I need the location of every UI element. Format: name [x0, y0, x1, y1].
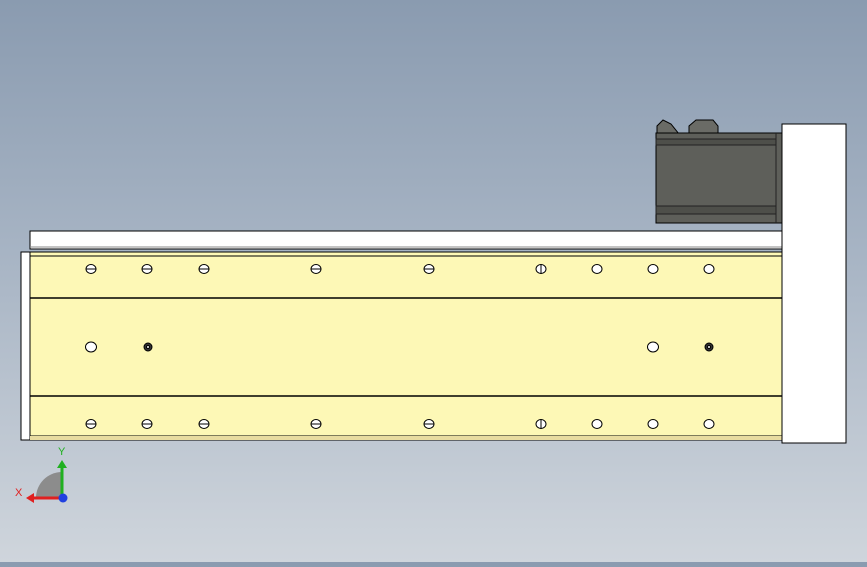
mount-hole	[591, 419, 603, 429]
right-end-block[interactable]	[781, 123, 847, 444]
motor-band-top	[655, 138, 777, 146]
mount-hole	[703, 419, 715, 429]
mount-hole	[703, 264, 715, 274]
mount-hole	[591, 264, 603, 274]
mount-hole	[647, 419, 659, 429]
top-cover[interactable]	[29, 230, 783, 250]
threaded-hole-center	[146, 345, 150, 349]
triad-plane-indicator	[36, 472, 62, 498]
motor-connector-left	[656, 119, 681, 135]
stepper-motor[interactable]	[655, 119, 783, 224]
mount-hole	[647, 341, 659, 353]
left-end-plate[interactable]	[20, 251, 31, 441]
x-axis-label: X	[15, 487, 23, 499]
bottom-hole-row	[85, 419, 715, 429]
cover-plate	[29, 230, 783, 250]
mount-hole	[647, 264, 659, 274]
orientation-triad[interactable]: X Y	[15, 446, 68, 503]
middle-hole-row	[85, 341, 714, 353]
rail-body	[29, 251, 783, 441]
motor-connector-right	[688, 119, 719, 135]
threaded-hole-center	[707, 345, 711, 349]
x-axis-arrowhead	[26, 493, 34, 503]
y-axis-label: Y	[58, 446, 66, 458]
z-axis-dot	[58, 493, 68, 503]
mount-hole	[85, 341, 97, 353]
top-hole-row	[85, 264, 715, 274]
linear-rail[interactable]	[29, 251, 783, 441]
motor-band-bottom	[655, 205, 777, 215]
y-axis-arrowhead	[57, 460, 67, 468]
rail-bottom-strip	[30, 436, 782, 440]
